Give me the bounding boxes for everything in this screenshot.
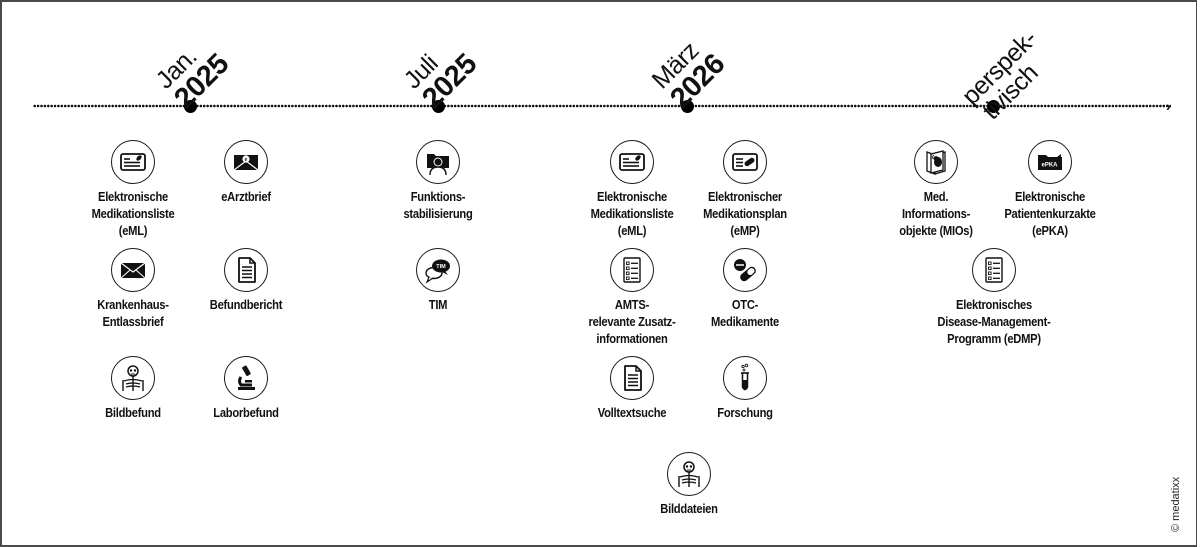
item-label: Krankenhaus- Entlassbrief [97,297,169,329]
milestone-dot-perspektivisch [987,100,1000,113]
item-label: Befundbericht [209,297,283,312]
checklist-icon [610,248,654,292]
svg-text:TIM: TIM [436,264,446,270]
item-persp-edmp: Elektronisches Disease-Management- Progr… [904,248,1084,347]
checklist-icon [972,248,1016,292]
item-label: TIM [428,297,448,312]
item-jan-laborbefund: Laborbefund [176,356,316,421]
item-maerz-emp: Elektronischer Medikationsplan (eMP) [675,140,815,239]
item-maerz-eml: Elektronische Medikationsliste (eML) [562,140,702,239]
item-jan-earztbrief: e eArztbrief [176,140,316,205]
item-maerz-forschung: Forschung [675,356,815,421]
item-label: Elektronische Medikationsliste (eML) [91,189,175,238]
skeleton-xray-icon [111,356,155,400]
item-label: Elektronische Medikationsliste (eML) [590,189,674,238]
item-jan-krankenhaus-entlassbrief: Krankenhaus- Entlassbrief [63,248,203,330]
item-label: OTC- Medikamente [711,297,779,329]
item-label: Elektronische Patientenkurzakte (ePKA) [1004,189,1096,238]
timeline-arrow-icon: › [1166,98,1171,114]
svg-text:e: e [245,156,248,163]
item-label: Laborbefund [213,405,279,420]
e-envelope-icon: e [224,140,268,184]
item-label: Bildbefund [105,405,161,420]
chat-bubbles-icon: TIM [416,248,460,292]
item-maerz-otc: OTC- Medikamente [675,248,815,330]
medication-card-icon [111,140,155,184]
milestone-dot-maerz-2026 [681,100,694,113]
microscope-icon [224,356,268,400]
item-jan-befundbericht: Befundbericht [176,248,316,313]
item-label: AMTS- relevante Zusatz- informationen [588,297,676,346]
item-maerz-amts: AMTS- relevante Zusatz- informationen [562,248,702,347]
folder-person-icon [416,140,460,184]
folder-epka-icon: ePKA [1028,140,1072,184]
envelope-icon [111,248,155,292]
item-jan-bildbefund: Bildbefund [63,356,203,421]
milestone-dot-juli-2025 [432,100,445,113]
pills-icon [723,248,767,292]
item-label: Bilddateien [660,501,718,516]
test-tube-icon [723,356,767,400]
document-icon [610,356,654,400]
item-label: Forschung [717,405,773,420]
booklet-baby-icon [914,140,958,184]
item-persp-epka: ePKA Elektronische Patientenkurzakte (eP… [980,140,1120,239]
item-label: Elektronischer Medikationsplan (eMP) [703,189,787,238]
item-juli-funktionsstabilisierung: Funktions- stabilisierung [368,140,508,222]
item-maerz-volltextsuche: Volltextsuche [562,356,702,421]
item-label: Volltextsuche [597,405,667,420]
item-persp-mio: Med. Informations- objekte (MIOs) [866,140,1006,239]
item-label: Elektronisches Disease-Management- Progr… [937,297,1051,346]
document-icon [224,248,268,292]
item-label: Med. Informations- objekte (MIOs) [899,189,973,238]
item-maerz-bilddateien: Bilddateien [619,452,759,517]
item-juli-tim: TIM TIM [368,248,508,313]
medication-card-icon [610,140,654,184]
medication-plan-icon [723,140,767,184]
skeleton-xray-icon [667,452,711,496]
timeline-line [33,104,1171,108]
svg-text:ePKA: ePKA [1041,163,1058,169]
item-label: eArztbrief [221,189,271,204]
item-label: Funktions- stabilisierung [403,189,473,221]
copyright-notice: © medatixx [1170,476,1182,532]
item-jan-eml: Elektronische Medikationsliste (eML) [63,140,203,239]
milestone-dot-jan-2025 [184,100,197,113]
